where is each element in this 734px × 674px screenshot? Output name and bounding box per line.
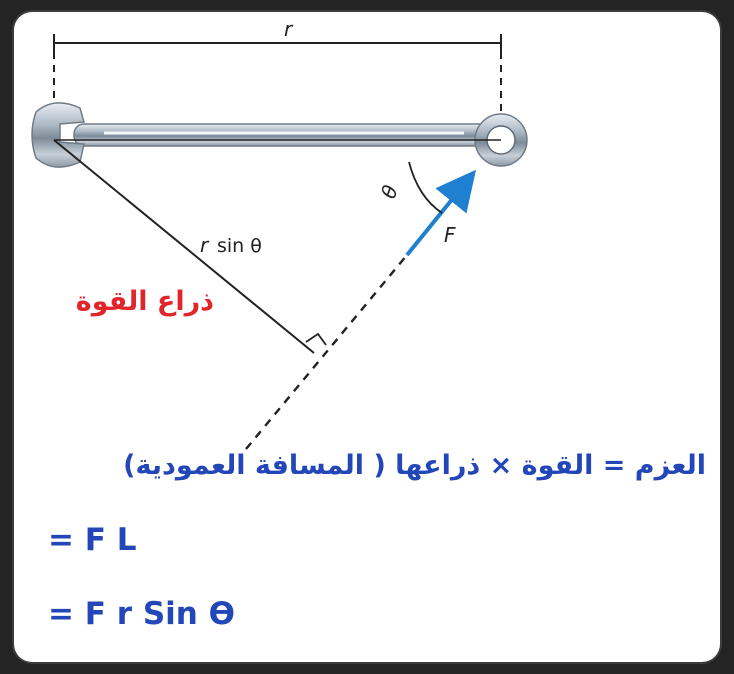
torque-equation-fl: = F L [48,522,137,558]
content-card: r θ F [14,12,720,662]
wrench-image [31,102,528,168]
force-arrow [405,169,477,257]
line-of-action [245,254,408,450]
torque-equation-frsin: = F r Sin ϴ [48,596,235,632]
moment-arm-line [53,139,315,354]
arm-label: ذراع القوة [76,286,214,317]
torque-equation-arabic: العزم = القوة × ذراعها ( المسافة العمودي… [123,450,706,481]
force-label: F [444,223,456,247]
dimension-line-r [53,34,502,140]
torque-diagram: r θ F [31,17,528,450]
right-angle-marker [305,332,327,346]
perp-label-sin: sin θ [217,235,262,257]
perp-label-r: r [200,233,210,257]
angle-label: θ [376,182,403,202]
dimension-label: r [284,17,294,41]
angle-arc [408,161,443,214]
